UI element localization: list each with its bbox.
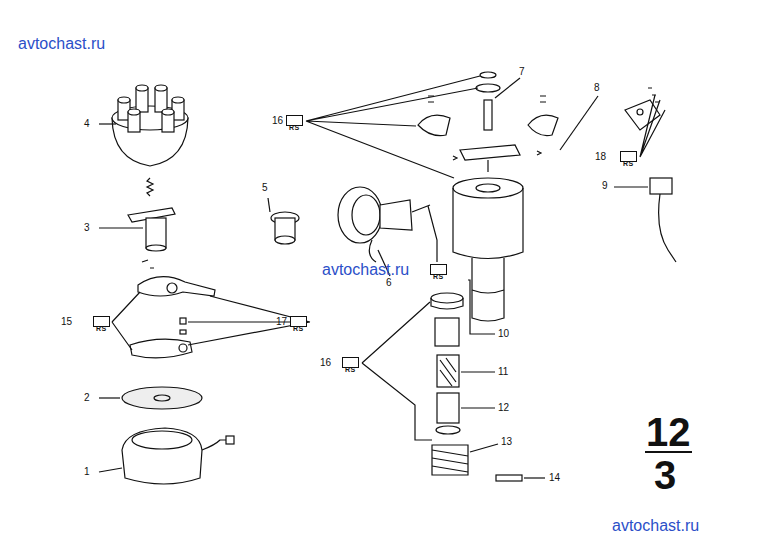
rs-box: RS — [430, 264, 447, 275]
rs-box: RS — [290, 316, 307, 327]
rs-mark: RS — [289, 124, 300, 131]
watermark: avtochast.ru — [612, 518, 699, 534]
rs-box: RS — [342, 357, 359, 368]
callout-number: 14 — [549, 473, 560, 483]
callout-number: 8 — [594, 83, 600, 93]
callout-number: 16 — [272, 116, 283, 126]
watermark: avtochast.ru — [322, 262, 409, 278]
callout-number: 10 — [498, 329, 509, 339]
rs-mark: RS — [623, 160, 634, 167]
callout-number: 15 — [61, 317, 72, 327]
page-number: 3 — [654, 455, 676, 495]
callout-number: 3 — [84, 223, 90, 233]
callout-number: 13 — [501, 437, 512, 447]
rs-mark: RS — [345, 366, 356, 373]
callout-number: 6 — [386, 278, 392, 288]
callout-number: 18 — [595, 152, 606, 162]
rs-mark: RS — [293, 325, 304, 332]
callout-number: 2 — [84, 393, 90, 403]
rs-mark: RS — [96, 325, 107, 332]
callout-number: 11 — [498, 367, 508, 377]
callout-number: 5 — [262, 183, 268, 193]
rs-box: RS — [286, 115, 303, 126]
watermark: avtochast.ru — [18, 36, 105, 52]
page-number: 12 — [646, 412, 691, 452]
callout-number: 12 — [498, 403, 509, 413]
callout-number: 9 — [602, 181, 608, 191]
rs-box: RS — [93, 316, 110, 327]
rs-box: RS — [620, 151, 637, 162]
callout-number: 17 — [276, 317, 287, 327]
rs-mark: RS — [433, 273, 444, 280]
callout-number: 16 — [320, 358, 331, 368]
callout-number: 1 — [84, 467, 90, 477]
callout-number: 7 — [519, 67, 525, 77]
callout-number: 4 — [84, 119, 90, 129]
